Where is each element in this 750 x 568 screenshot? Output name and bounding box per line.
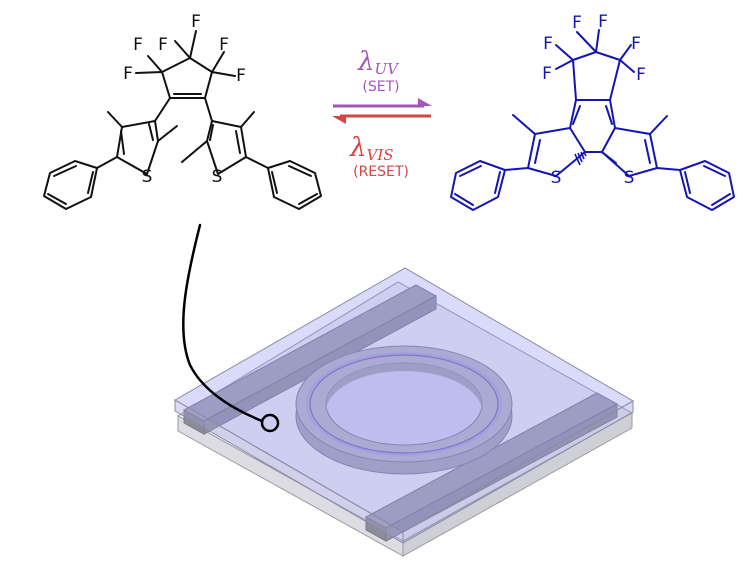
- open-isomer-molecule: [43, 30, 322, 210]
- fluorine-label: F: [598, 12, 608, 32]
- uv-arrow-head: [418, 98, 432, 106]
- sulfur-label: S: [551, 168, 562, 188]
- fluorine-label: F: [191, 12, 201, 32]
- photonic-device: [173, 223, 635, 557]
- closed-isomer-atom-labels: F F F F F F S S: [542, 12, 646, 188]
- fluorine-label: F: [543, 34, 553, 54]
- open-isomer-atom-labels: F F F F F F S S: [123, 12, 246, 187]
- sulfur-label: S: [212, 167, 223, 187]
- fluorine-label: F: [572, 13, 582, 33]
- fluorine-label: F: [236, 66, 246, 86]
- set-label: (SET): [362, 79, 399, 95]
- cladding-right-face: [402, 400, 634, 544]
- vis-lambda-label: λVIS: [349, 133, 394, 164]
- fluorine-label: F: [219, 35, 229, 55]
- ring-resonator: [295, 345, 513, 475]
- sulfur-label: S: [624, 168, 635, 188]
- closed-isomer-molecule: [450, 29, 735, 211]
- photochromic-cladding-top: [173, 267, 635, 533]
- sulfur-label: S: [142, 167, 153, 187]
- fluorine-label: F: [542, 64, 552, 84]
- vis-arrow-head: [332, 116, 346, 124]
- fluorine-label: F: [158, 35, 168, 55]
- fluorine-label: F: [123, 64, 133, 84]
- reaction-arrows: λUV (SET) λVIS (RESET): [332, 47, 432, 180]
- lower-bus-waveguide: [364, 392, 619, 542]
- fluorine-label: F: [133, 35, 143, 55]
- callout-circle: [260, 413, 280, 433]
- reset-label: (RESET): [353, 164, 409, 180]
- callout-line: [182, 223, 264, 423]
- fluorine-label: F: [636, 65, 646, 85]
- fluorine-label: F: [631, 34, 641, 54]
- upper-bus-waveguide: [182, 284, 438, 435]
- hashed-stereo-bond: [574, 151, 587, 166]
- uv-lambda-label: λUV: [357, 47, 400, 78]
